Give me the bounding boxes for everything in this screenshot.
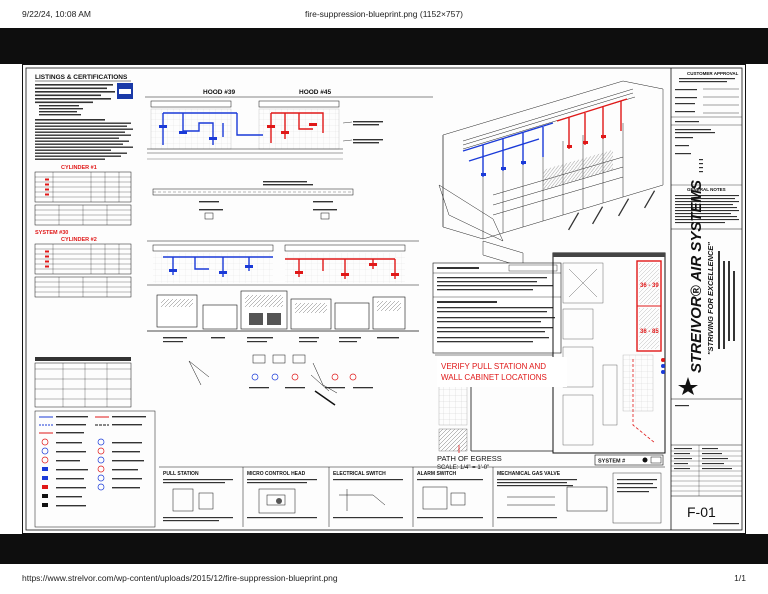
listings-panel: LISTINGS & CERTIFICATIONS: [35, 74, 133, 160]
print-url[interactable]: https://www.strelvor.com/wp-content/uplo…: [22, 573, 338, 583]
drawing-scale: SCALE: 1/4" = 1'-0": [437, 465, 489, 471]
floor-plan: 36 - 39 36 - 85 VERIFY PULL STATION AND …: [435, 252, 666, 454]
limitations-table: [34, 357, 132, 408]
print-title: fire-suppression-blueprint.png (1152×757…: [305, 9, 463, 19]
detail-mechanical-gas-valve: MECHANICAL GAS VALVE: [497, 471, 561, 477]
system-hood-tag-text: SYSTEM #: [598, 459, 625, 465]
sheet-number: F-01: [687, 504, 716, 520]
cylinder-2-table: CYLINDER #2: [34, 237, 132, 298]
blueprint-sheet: LISTINGS & CERTIFICATIONS: [22, 64, 746, 534]
general-notes-heading: GENERAL NOTES: [687, 187, 726, 192]
detail-electrical-switch: ELECTRICAL SWITCH: [333, 471, 386, 477]
cylinder-2-heading: CYLINDER #2: [61, 237, 97, 243]
image-letterbox-bottom: [0, 534, 768, 564]
verify-note-line-1: VERIFY PULL STATION AND: [441, 362, 546, 371]
company-name: STREIVOR® AIR SYSTEMS: [688, 180, 705, 373]
cylinder-1-table: CYLINDER #1: [34, 165, 132, 236]
shutdown-sequence-notes: [432, 262, 562, 354]
customer-approval-heading: CUSTOMER APPROVAL: [687, 71, 739, 76]
system-hood-tag: [594, 454, 664, 466]
blueprint-drawing: LISTINGS & CERTIFICATIONS: [25, 67, 743, 531]
title-block: CUSTOMER APPROVAL GENERAL NOTES: [670, 68, 742, 530]
company-slogan: "STRIVING FOR EXCELLENCE": [706, 242, 715, 355]
image-letterbox-top: [0, 28, 768, 64]
hood-zone-label-lower: 36 - 85: [640, 329, 659, 335]
verify-note-line-2: WALL CABINET LOCATIONS: [441, 373, 547, 382]
hood-zone-label-upper: 36 - 39: [640, 283, 659, 289]
path-of-egress-label: PATH OF EGRESS: [437, 454, 502, 463]
print-footer: https://www.strelvor.com/wp-content/uplo…: [0, 564, 768, 594]
hood-plan-strip: [152, 181, 354, 220]
detail-alarm-switch: ALARM SWITCH: [417, 471, 457, 477]
print-header: 9/22/24, 10:08 AM fire-suppression-bluep…: [0, 0, 768, 28]
page-counter: 1/1: [734, 573, 746, 583]
cylinder-1-heading: CYLINDER #1: [61, 165, 97, 171]
star-logo-icon: [678, 377, 698, 395]
company-band: STREIVOR® AIR SYSTEMS "STRIVING FOR EXCE…: [678, 180, 735, 395]
detail-pull-station: PULL STATION: [163, 471, 199, 477]
isometric-kitchen-view: [438, 80, 664, 268]
print-datetime: 9/22/24, 10:08 AM: [22, 9, 91, 19]
appliance-elevation: [147, 240, 419, 343]
bottom-details: PULL STATION MICRO CONTROL HEAD ELECTRIC…: [159, 466, 665, 527]
hood-2-label: HOOD #45: [299, 89, 332, 96]
listings-title: LISTINGS & CERTIFICATIONS: [35, 74, 128, 81]
symbol-legend: [34, 410, 156, 528]
system-label: SYSTEM #30: [35, 230, 68, 236]
nozzle-detail-sketches: [188, 354, 373, 406]
hood-piping-elevation: HOOD #39 HOOD #45: [145, 89, 433, 160]
hood-1-label: HOOD #39: [203, 89, 236, 96]
detail-micro-control-head: MICRO CONTROL HEAD: [247, 471, 306, 477]
